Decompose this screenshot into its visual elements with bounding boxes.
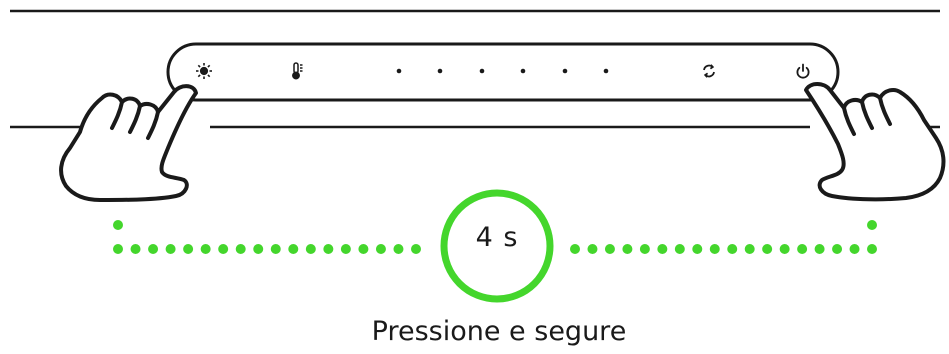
timeline-dot xyxy=(235,244,246,254)
timeline-dot xyxy=(622,244,633,254)
timeline-dot xyxy=(253,244,264,254)
timeline-dot xyxy=(393,244,404,254)
timeline-dot xyxy=(305,244,316,254)
timeline-dot xyxy=(113,244,123,254)
level-dot-6[interactable] xyxy=(603,68,609,74)
control-bar xyxy=(166,42,840,102)
left-hand-icon xyxy=(59,84,198,202)
level-dot-5[interactable] xyxy=(562,68,568,74)
timeline-dot xyxy=(183,244,194,254)
temperature-icon[interactable] xyxy=(292,62,303,80)
timeline-dot xyxy=(587,244,598,254)
timeline-dot xyxy=(358,244,369,254)
timeline-dot xyxy=(797,244,808,254)
timeline-dot xyxy=(727,244,738,254)
timeline-dot xyxy=(849,244,860,254)
timeline-dot xyxy=(657,244,668,254)
level-dot-4[interactable] xyxy=(520,68,526,74)
timeline-dot xyxy=(867,220,877,230)
timeline-dot xyxy=(411,244,421,254)
timeline-dot xyxy=(692,244,703,254)
power-icon[interactable] xyxy=(796,63,810,79)
timeline-dot xyxy=(709,244,720,254)
right-hand-icon xyxy=(804,82,946,202)
level-dots xyxy=(396,68,609,74)
timeline-dot xyxy=(744,244,755,254)
timeline-dot xyxy=(130,244,141,254)
timeline-dots xyxy=(113,220,877,254)
timeline-dot xyxy=(200,244,211,254)
level-dot-2[interactable] xyxy=(437,68,443,74)
level-dot-1[interactable] xyxy=(396,68,402,74)
timeline-dot xyxy=(323,244,334,254)
timeline-dot xyxy=(832,244,843,254)
timeline-dot xyxy=(113,220,123,230)
timeline-dot xyxy=(814,244,825,254)
timeline-dot xyxy=(570,244,580,254)
level-dot-3[interactable] xyxy=(479,68,485,74)
timeline-dot xyxy=(867,244,877,254)
brightness-icon[interactable] xyxy=(196,63,212,79)
timer-label: 4 s xyxy=(475,222,519,253)
timeline-dot xyxy=(762,244,773,254)
timeline-dot xyxy=(674,244,685,254)
caption: Pressione e segure xyxy=(371,316,627,347)
sync-icon[interactable] xyxy=(703,64,715,78)
timeline-dot xyxy=(288,244,299,254)
timer-ring xyxy=(440,189,554,303)
timeline-dot xyxy=(340,244,351,254)
timeline-dot xyxy=(779,244,790,254)
timeline-dot xyxy=(165,244,176,254)
timeline-dot xyxy=(270,244,281,254)
timeline-dot xyxy=(375,244,386,254)
timeline-dot xyxy=(639,244,650,254)
timeline-dot xyxy=(148,244,159,254)
timeline-dot xyxy=(604,244,615,254)
timeline-dot xyxy=(218,244,229,254)
